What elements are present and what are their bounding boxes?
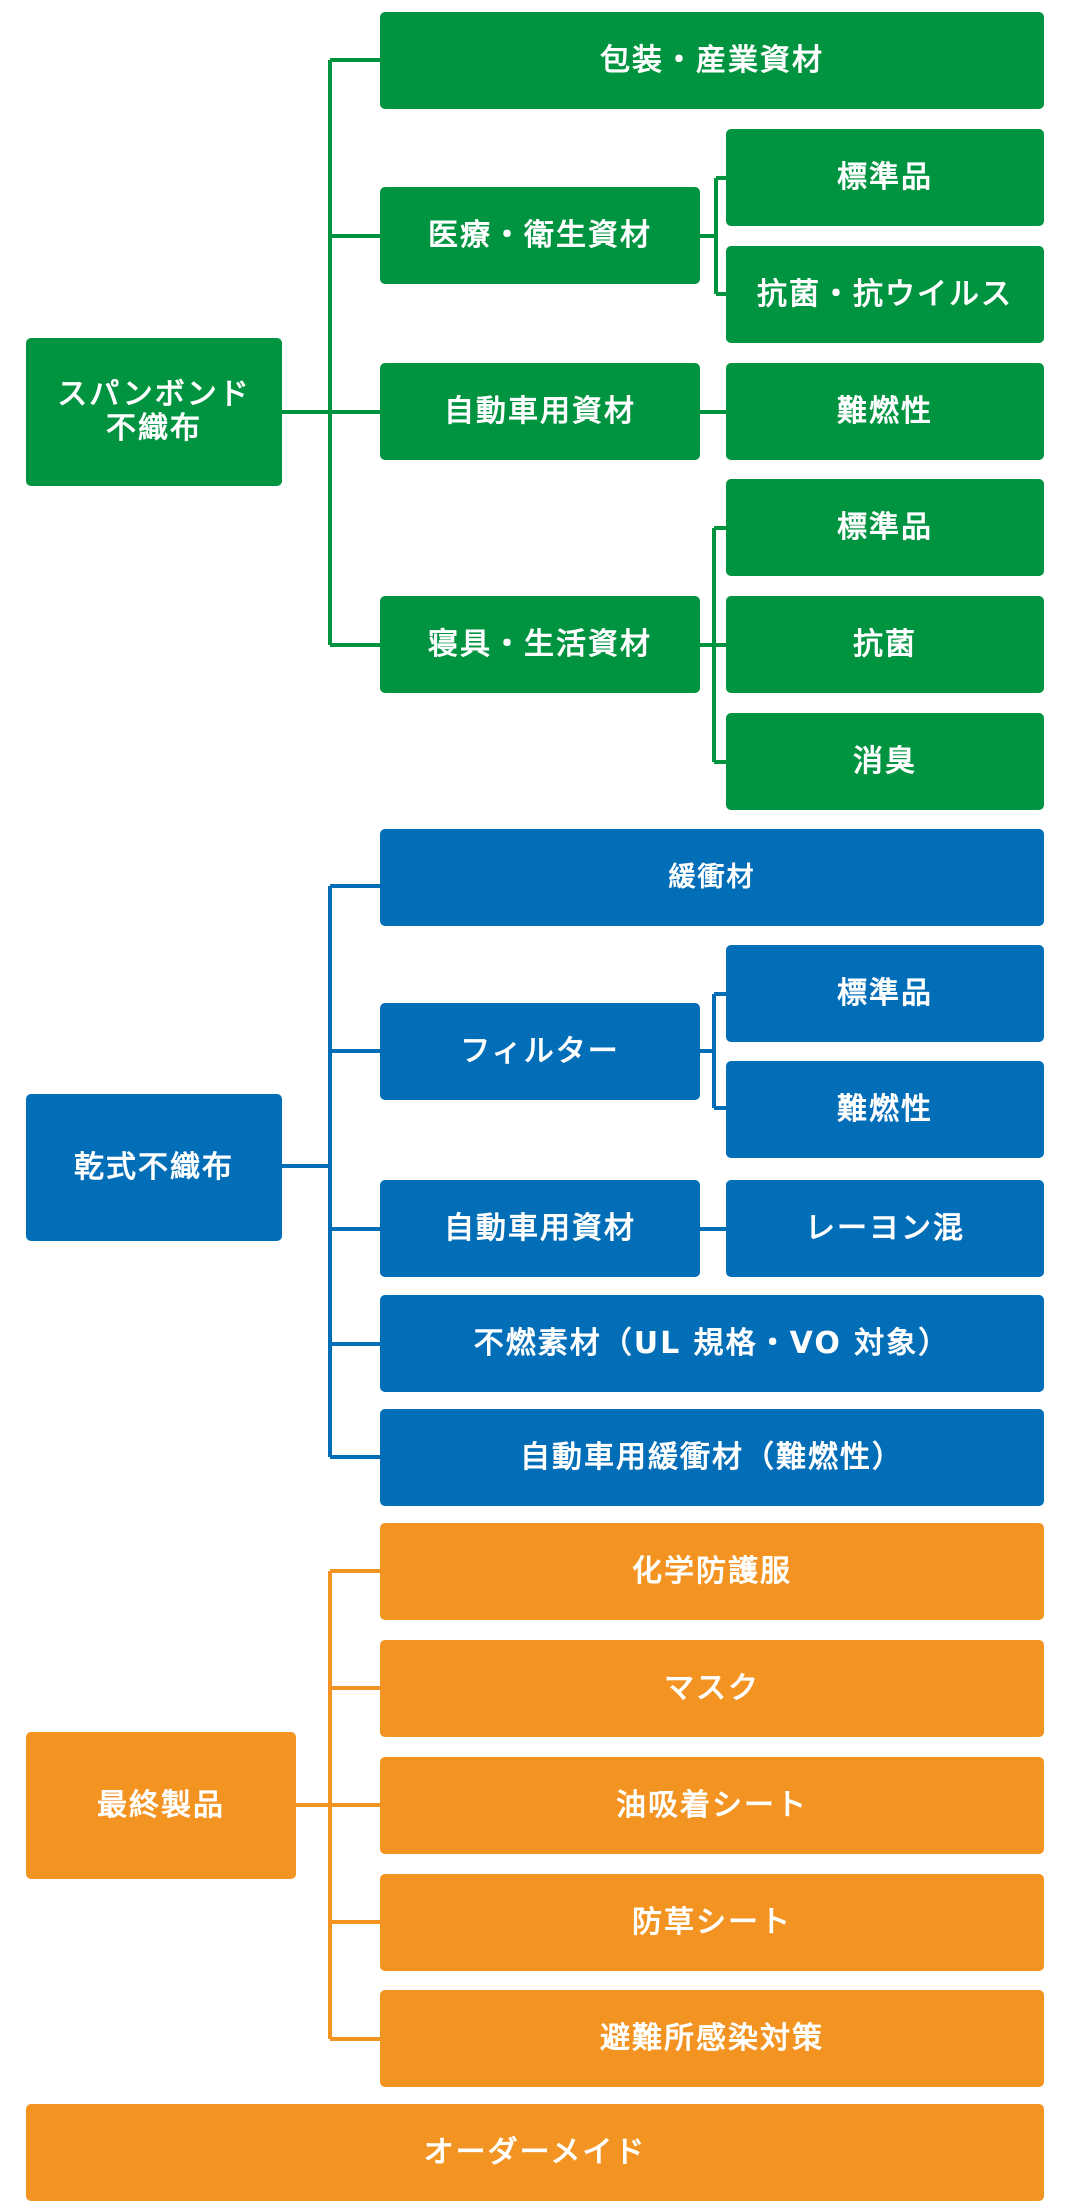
- final-connectors: [296, 1569, 380, 2041]
- custom-order-node: オーダーメイド: [26, 2104, 1044, 2201]
- oil-sheet-node: 油吸着シート: [380, 1757, 1044, 1854]
- bedding-node: 寝具・生活資材: [380, 596, 700, 693]
- packaging-node: 包装・産業資材: [380, 12, 1044, 109]
- nonflammable-node: 不燃素材（UL 規格・VO 対象）: [380, 1295, 1044, 1392]
- drylaid-connectors: [282, 884, 726, 1459]
- spunbond-flame-node: 難燃性: [726, 363, 1044, 460]
- bedding-antibacterial-node: 抗菌: [726, 596, 1044, 693]
- drylaid-automotive-node: 自動車用資材: [380, 1180, 700, 1277]
- medical-antiviral-node: 抗菌・抗ウイルス: [726, 246, 1044, 343]
- medical-node: 医療・衛生資材: [380, 187, 700, 284]
- auto-cushion-node: 自動車用緩衝材（難燃性）: [380, 1409, 1044, 1506]
- drylaid-root-node: 乾式不織布: [26, 1094, 282, 1241]
- filter-node: フィルター: [380, 1003, 700, 1100]
- filter-standard-node: 標準品: [726, 945, 1044, 1042]
- mask-node: マスク: [380, 1640, 1044, 1737]
- shelter-node: 避難所感染対策: [380, 1990, 1044, 2087]
- final-root-node: 最終製品: [26, 1732, 296, 1879]
- bedding-standard-node: 標準品: [726, 479, 1044, 576]
- bedding-deodorant-node: 消臭: [726, 713, 1044, 810]
- chemical-suit-node: 化学防護服: [380, 1523, 1044, 1620]
- spunbond-automotive-node: 自動車用資材: [380, 363, 700, 460]
- filter-flame-node: 難燃性: [726, 1061, 1044, 1158]
- cushion-node: 緩衝材: [380, 829, 1044, 926]
- weed-sheet-node: 防草シート: [380, 1874, 1044, 1971]
- rayon-blend-node: レーヨン混: [726, 1180, 1044, 1277]
- medical-standard-node: 標準品: [726, 129, 1044, 226]
- spunbond-root-node: スパンボンド 不織布: [26, 338, 282, 486]
- spunbond-connectors: [282, 58, 726, 764]
